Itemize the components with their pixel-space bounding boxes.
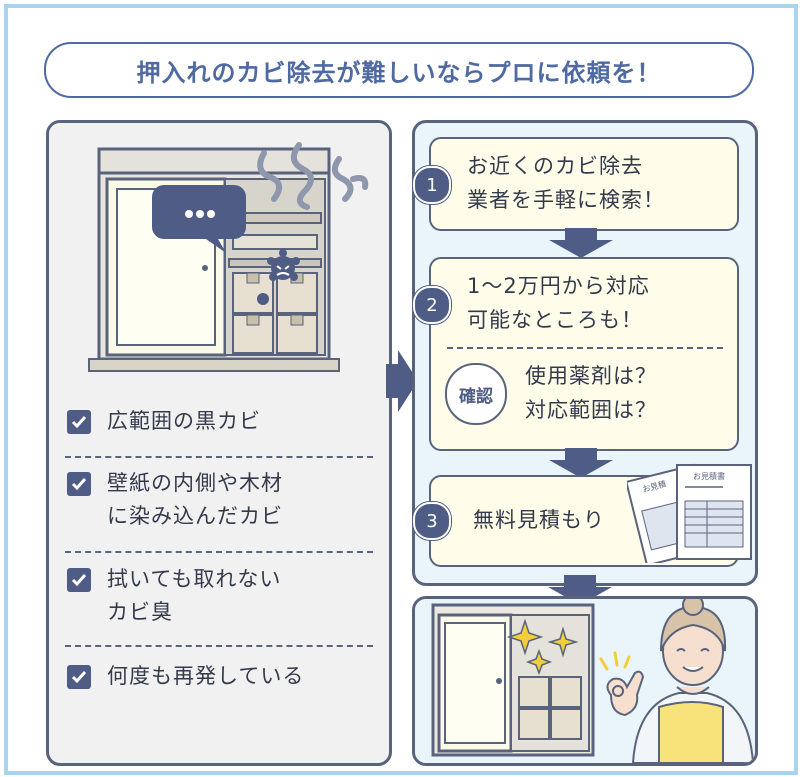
page-title: 押入れのカビ除去が難しいならプロに依頼を！ xyxy=(136,58,662,87)
checkbox-icon xyxy=(67,665,91,689)
check-item-wallpaper-mold: 壁紙の内側や木材 に染み込んだカビ xyxy=(67,467,372,533)
divider xyxy=(65,456,373,458)
step-2-box: 1～2万円から対応 可能なところも！ 確認 使用薬剤は？ 対応範囲は？ xyxy=(429,257,739,451)
steps-panel: お近くのカビ除去 業者を手軽に検索！ 1 1～2万円から対応 可能なところも！ … xyxy=(412,120,758,586)
checkbox-icon xyxy=(67,410,91,434)
step-3-text: 無料見積もり xyxy=(473,508,605,532)
divider xyxy=(65,551,373,553)
step-2-text: 1～2万円から対応 可能なところも！ xyxy=(467,274,650,332)
check-item-recurring: 何度も再発している xyxy=(67,660,372,693)
checkbox-icon xyxy=(67,472,91,496)
moldy-closet-illustration xyxy=(49,123,389,385)
left-panel: 広範囲の黒カビ 壁紙の内側や木材 に染み込んだカビ 拭いても取れない カビ臭 何… xyxy=(46,120,392,766)
right-arrow-icon xyxy=(386,350,418,412)
check-item-mold-smell: 拭いても取れない カビ臭 xyxy=(67,563,372,629)
estimate-document-illustration: お見積 お見積書 xyxy=(627,463,752,563)
down-arrow-icon xyxy=(548,575,612,605)
step-1-number: 1 xyxy=(413,166,451,204)
down-arrow-icon xyxy=(549,448,613,478)
result-panel xyxy=(412,596,758,766)
estimate-front-title: お見積書 xyxy=(693,471,725,481)
step-1-box: お近くのカビ除去 業者を手軽に検索！ xyxy=(429,137,739,231)
title-banner: 押入れのカビ除去が難しいならプロに依頼を！ xyxy=(44,42,754,98)
step-1-text: お近くのカビ除去 業者を手軽に検索！ xyxy=(467,154,665,212)
step-2-number: 2 xyxy=(413,286,451,324)
down-arrow-icon xyxy=(549,228,613,258)
confirm-badge: 確認 xyxy=(445,363,507,425)
check-item-wide-black-mold: 広範囲の黒カビ xyxy=(67,405,372,438)
confirm-text: 使用薬剤は？ 対応範囲は？ xyxy=(525,364,657,422)
checkbox-icon xyxy=(67,568,91,592)
clean-closet-and-staff-illustration xyxy=(415,599,755,763)
divider xyxy=(447,347,723,349)
step-3-number: 3 xyxy=(413,502,451,540)
divider xyxy=(65,645,373,647)
